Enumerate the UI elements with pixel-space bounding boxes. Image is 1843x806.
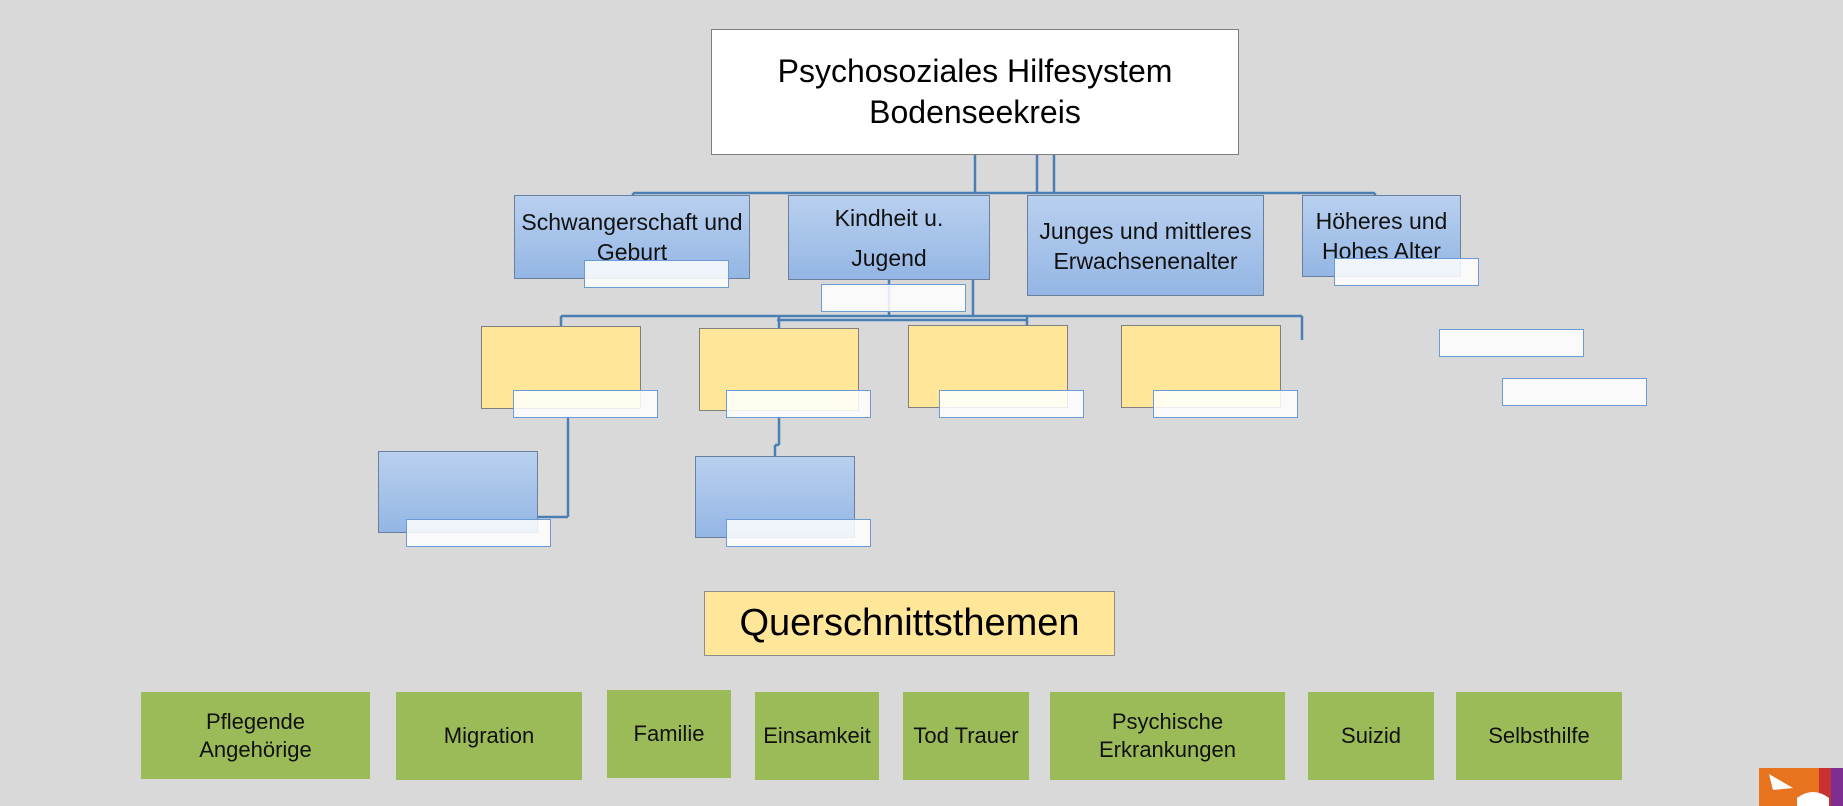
empty-label-7	[1153, 390, 1298, 418]
empty-label-6	[939, 390, 1084, 418]
empty-label-3	[1334, 258, 1479, 286]
topic-caregiving-relatives: Pflegende Angehörige	[141, 692, 370, 779]
empty-label-11	[726, 519, 871, 547]
topic-mental-illness: Psychische Erkrankungen	[1050, 692, 1285, 780]
empty-label-9	[1502, 378, 1647, 406]
topic-loneliness: Einsamkeit	[755, 692, 879, 780]
topic-suicide: Suizid	[1308, 692, 1434, 780]
empty-label-4	[513, 390, 658, 418]
topic-self-help: Selbsthilfe	[1456, 692, 1622, 780]
empty-label-5	[726, 390, 871, 418]
empty-label-10	[406, 519, 551, 547]
phase-childhood-youth: Kindheit u. Jugend	[788, 195, 990, 280]
topic-migration: Migration	[396, 692, 582, 780]
phase-young-middle-adulthood: Junges und mittleres Erwachsenenalter	[1027, 195, 1264, 296]
topic-death-grief: Tod Trauer	[903, 692, 1029, 780]
empty-label-8	[1439, 329, 1584, 357]
phase-old-age: Höheres und Hohes Alter	[1302, 195, 1461, 277]
empty-label-2	[821, 284, 966, 312]
topic-family: Familie	[607, 690, 731, 778]
root-title: Psychosoziales Hilfesystem Bodenseekreis	[711, 29, 1239, 155]
cross-cutting-heading: Querschnittsthemen	[704, 591, 1115, 656]
organisation-logo	[1759, 768, 1843, 806]
empty-label-1	[584, 260, 729, 288]
